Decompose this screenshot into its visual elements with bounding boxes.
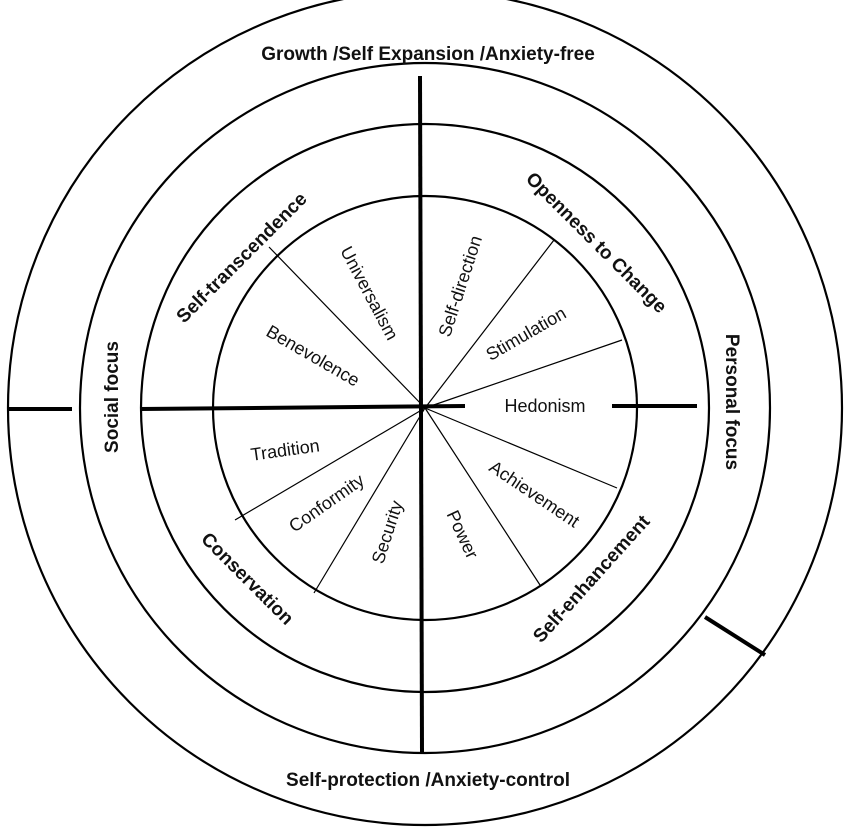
wedge-line-stimulation-hedonism <box>424 339 623 409</box>
outer-label-top: Growth /Self Expansion /Anxiety-free <box>261 44 595 65</box>
horizontal-divider-left <box>139 404 466 411</box>
middle-label-self-transcendence: Self-transcendence <box>173 189 312 328</box>
middle-label-conservation: Conservation <box>197 529 298 630</box>
wedge-line-universalism-benevolence <box>268 246 426 409</box>
outer-lower-right-divider <box>703 615 767 657</box>
middle-label-openness-to-change: Openness to Change <box>521 169 670 318</box>
value-label-self-direction: Self-direction <box>435 233 486 339</box>
value-label-security: Security <box>368 498 407 566</box>
wedge-line-conformity-tradition <box>234 407 426 521</box>
value-label-hedonism: Hedonism <box>504 396 585 416</box>
value-label-stimulation: Stimulation <box>482 303 569 365</box>
outer-label-right: Personal focus <box>721 334 742 470</box>
wedge-line-achievement-hedonism <box>424 407 618 489</box>
middle-label-self-enhancement: Self-enhancement <box>529 511 655 647</box>
outer-label-left: Social focus <box>102 341 123 453</box>
wedge-line-power-achievement <box>424 407 541 586</box>
wedge-line-security-conformity <box>313 407 426 594</box>
wedge-line-selfdirection-stimulation <box>424 239 555 409</box>
value-label-universalism: Universalism <box>336 243 402 343</box>
outer-label-bottom: Self-protection /Anxiety-control <box>286 770 570 791</box>
value-label-benevolence: Benevolence <box>263 321 363 390</box>
value-label-conformity: Conformity <box>285 470 368 536</box>
value-label-power: Power <box>443 507 483 562</box>
middle-ring <box>78 61 772 755</box>
value-label-tradition: Tradition <box>249 435 320 464</box>
